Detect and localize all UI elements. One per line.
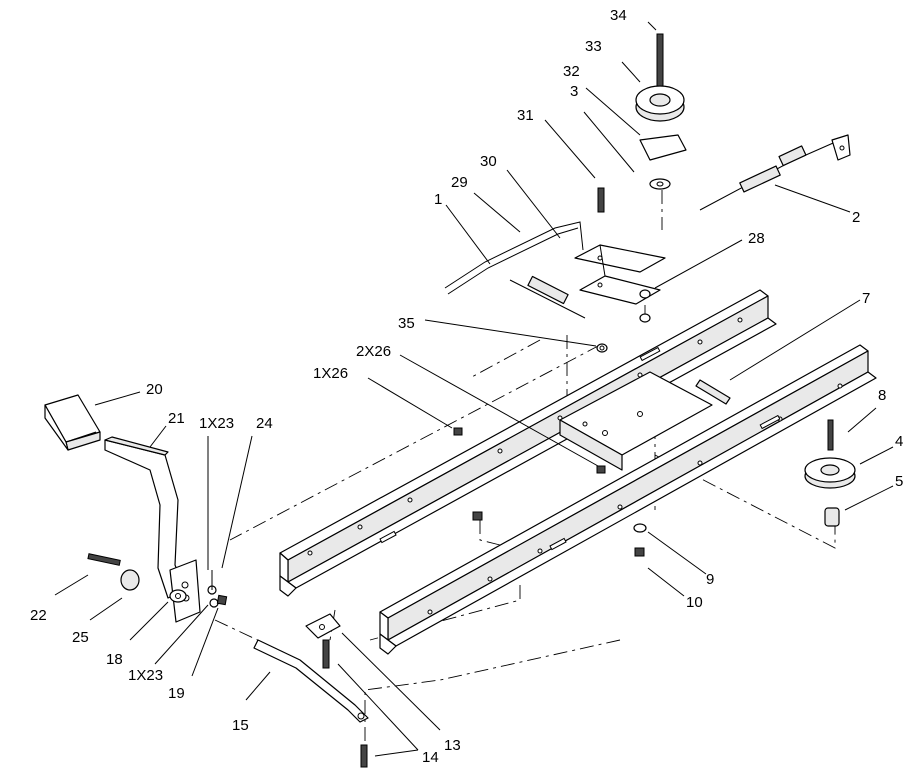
callout-18: 18 — [106, 651, 123, 668]
callout-28: 28 — [748, 230, 765, 247]
callout-34: 34 — [610, 7, 627, 24]
idler-pulley-lower — [804, 419, 856, 527]
brake-rod — [253, 639, 369, 723]
callout-20: 20 — [146, 381, 163, 398]
idler-bracket — [574, 244, 666, 305]
pedal-bracket — [169, 559, 201, 623]
callout-15: 15 — [232, 717, 249, 734]
callout-10: 10 — [686, 594, 703, 611]
callout-19: 19 — [168, 685, 185, 702]
callout-22: 22 — [30, 607, 47, 624]
callout-4: 4 — [895, 433, 903, 450]
leader-lines — [54, 21, 894, 757]
right-rail-holes — [427, 383, 843, 615]
cross-member — [559, 371, 713, 471]
pedal-pivot-hardware — [87, 553, 228, 608]
callout-3: 3 — [570, 83, 578, 100]
callout-32: 32 — [563, 63, 580, 80]
callout-7: 7 — [862, 290, 870, 307]
callout-2: 2 — [852, 209, 860, 226]
callout-5: 5 — [895, 473, 903, 490]
callout-31: 31 — [517, 107, 534, 124]
idler-pulley-upper — [635, 33, 687, 190]
callout-9: 9 — [706, 571, 714, 588]
callout-1x26: 1X26 — [313, 365, 348, 382]
callout-1x23-bottom: 1X23 — [128, 667, 163, 684]
callout-1: 1 — [434, 191, 442, 208]
rod-hardware — [305, 613, 368, 768]
pedal-pad — [44, 394, 101, 451]
callout-13: 13 — [444, 737, 461, 754]
callout-2x26: 2X26 — [356, 343, 391, 360]
extension-spring — [509, 275, 586, 319]
callout-1x23-top: 1X23 — [199, 415, 234, 432]
center-lines — [214, 190, 836, 745]
callout-labels: 34 33 32 3 31 30 29 1 2 28 7 35 2X26 1X2… — [30, 7, 903, 766]
callout-35: 35 — [398, 315, 415, 332]
callout-30: 30 — [480, 153, 497, 170]
tension-cable — [699, 134, 851, 211]
callout-25: 25 — [72, 629, 89, 646]
callout-33: 33 — [585, 38, 602, 55]
upper-hardware — [596, 187, 651, 353]
right-frame-rail — [379, 344, 877, 655]
pedal-arm — [104, 436, 186, 599]
callout-21: 21 — [168, 410, 185, 427]
idler-arm-rod — [444, 221, 584, 295]
callout-29: 29 — [451, 174, 468, 191]
idler-stud — [695, 379, 731, 405]
small-hardware-right — [453, 427, 647, 557]
callout-8: 8 — [878, 387, 886, 404]
callout-14: 14 — [422, 749, 439, 766]
callout-24: 24 — [256, 415, 273, 432]
